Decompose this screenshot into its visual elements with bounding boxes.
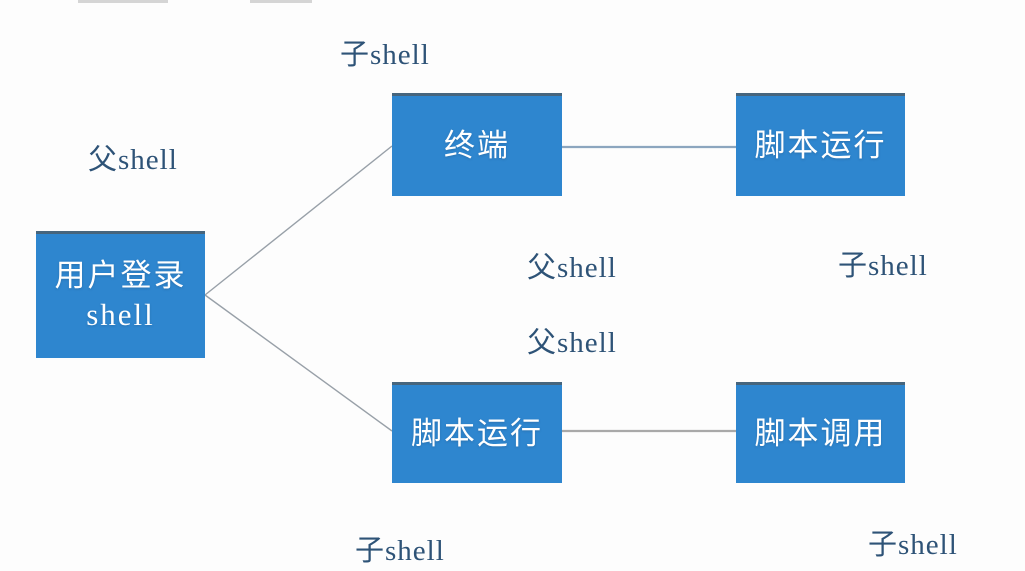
label-parent-shell-top-left: 父shell [88, 144, 178, 176]
cropped-text-artifact [78, 0, 168, 3]
label-child-shell-bottom-left: 子shell [355, 535, 445, 567]
label-child-shell-bottom-right: 子shell [868, 529, 958, 561]
label-parent-shell-mid-upper: 父shell [527, 252, 617, 284]
node-terminal: 终端 [392, 93, 562, 196]
connector-user-to-terminal [204, 145, 393, 296]
label-parent-shell-mid-lower: 父shell [527, 327, 617, 359]
node-user-login-shell: 用户登录 shell [36, 231, 205, 358]
node-script-run-bottom: 脚本运行 [392, 382, 562, 483]
connector-user-to-script-run [204, 294, 393, 432]
node-script-run-top: 脚本运行 [736, 93, 905, 196]
label-child-shell-top: 子shell [340, 39, 430, 71]
cropped-text-artifact [250, 0, 312, 3]
label-child-shell-right: 子shell [838, 250, 928, 282]
node-script-call: 脚本调用 [736, 382, 905, 483]
